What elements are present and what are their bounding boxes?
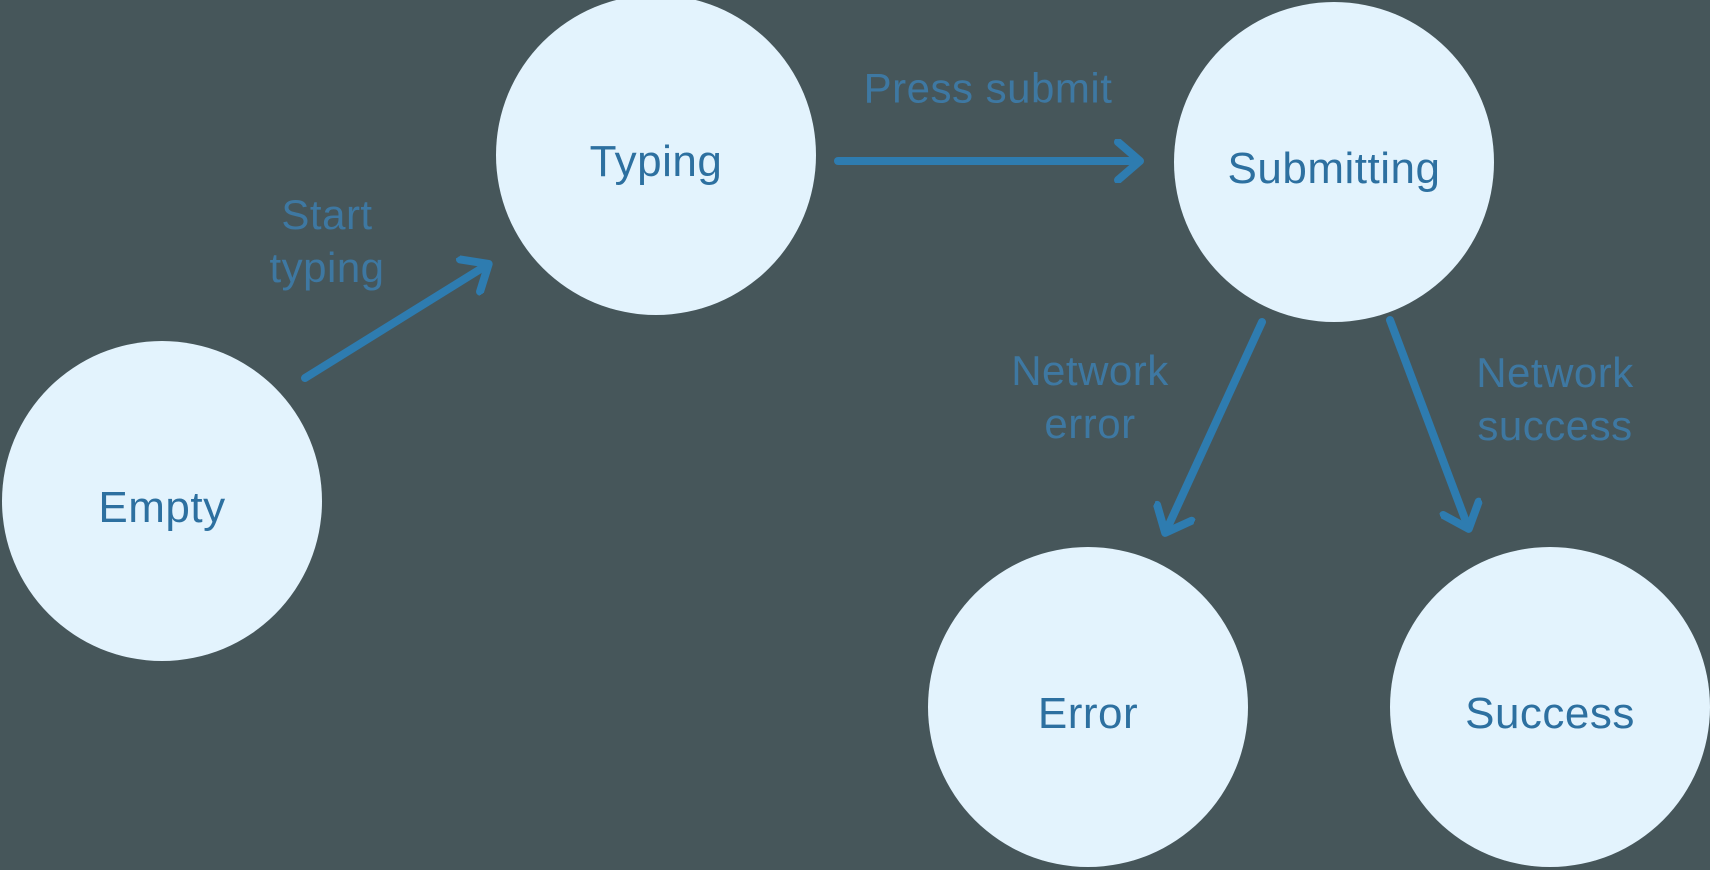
- edge-arrow-network-error: [1166, 318, 1266, 531]
- state-node-submitting-label: Submitting: [1227, 144, 1441, 193]
- edge-label-network-error: Network error: [1011, 347, 1169, 447]
- state-node-success-label: Success: [1465, 689, 1635, 738]
- state-node-empty-label: Empty: [98, 483, 226, 532]
- edge-label-network-success: Network success: [1476, 349, 1634, 449]
- state-node-error-label: Error: [1037, 689, 1139, 738]
- state-node-typing-label: Typing: [589, 137, 723, 186]
- edge-arrow-network-success: [1386, 316, 1468, 527]
- state-node-typing: Typing: [496, 0, 816, 315]
- state-node-error: Error: [928, 547, 1248, 867]
- edge-label-start-typing: Start typing: [269, 191, 385, 291]
- state-node-submitting: Submitting: [1174, 2, 1494, 322]
- edge-arrow-start-typing: [301, 265, 487, 382]
- state-node-success: Success: [1390, 547, 1710, 867]
- state-node-empty: Empty: [2, 341, 322, 661]
- edge-label-press-submit: Press submit: [863, 64, 1113, 112]
